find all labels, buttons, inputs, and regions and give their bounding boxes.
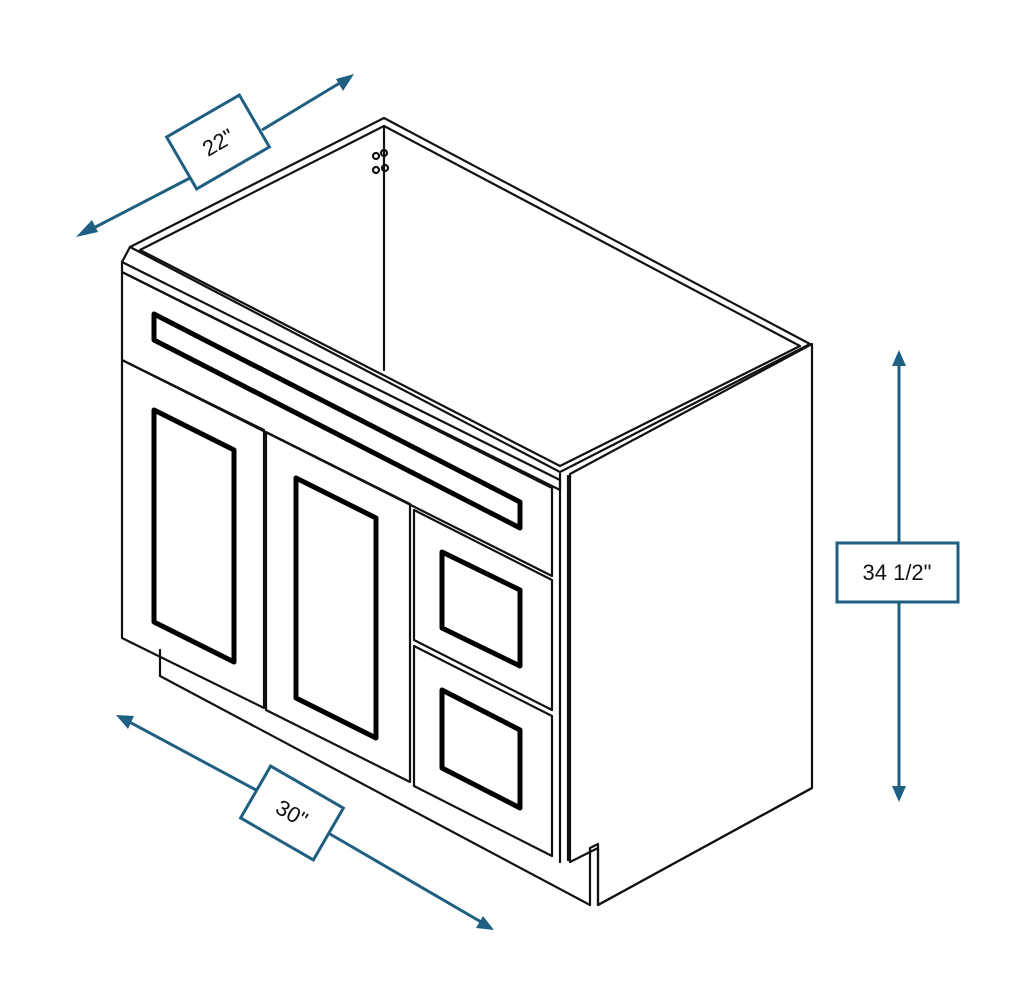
arrow-down-icon xyxy=(892,786,906,802)
depth-dimension: 22" xyxy=(76,74,354,237)
arrow-down-left-icon xyxy=(76,220,98,237)
arrow-up-icon xyxy=(892,350,906,366)
height-label: 34 1/2" xyxy=(863,560,932,585)
hinge-hole-icon xyxy=(371,151,381,161)
arrow-down-right-icon xyxy=(476,916,494,930)
arrow-up-left-icon xyxy=(116,715,134,729)
height-dimension: 34 1/2" xyxy=(835,350,960,802)
width-dimension: 30" xyxy=(116,715,494,930)
arrow-up-right-icon xyxy=(336,74,354,91)
cabinet-drawing xyxy=(120,116,814,907)
